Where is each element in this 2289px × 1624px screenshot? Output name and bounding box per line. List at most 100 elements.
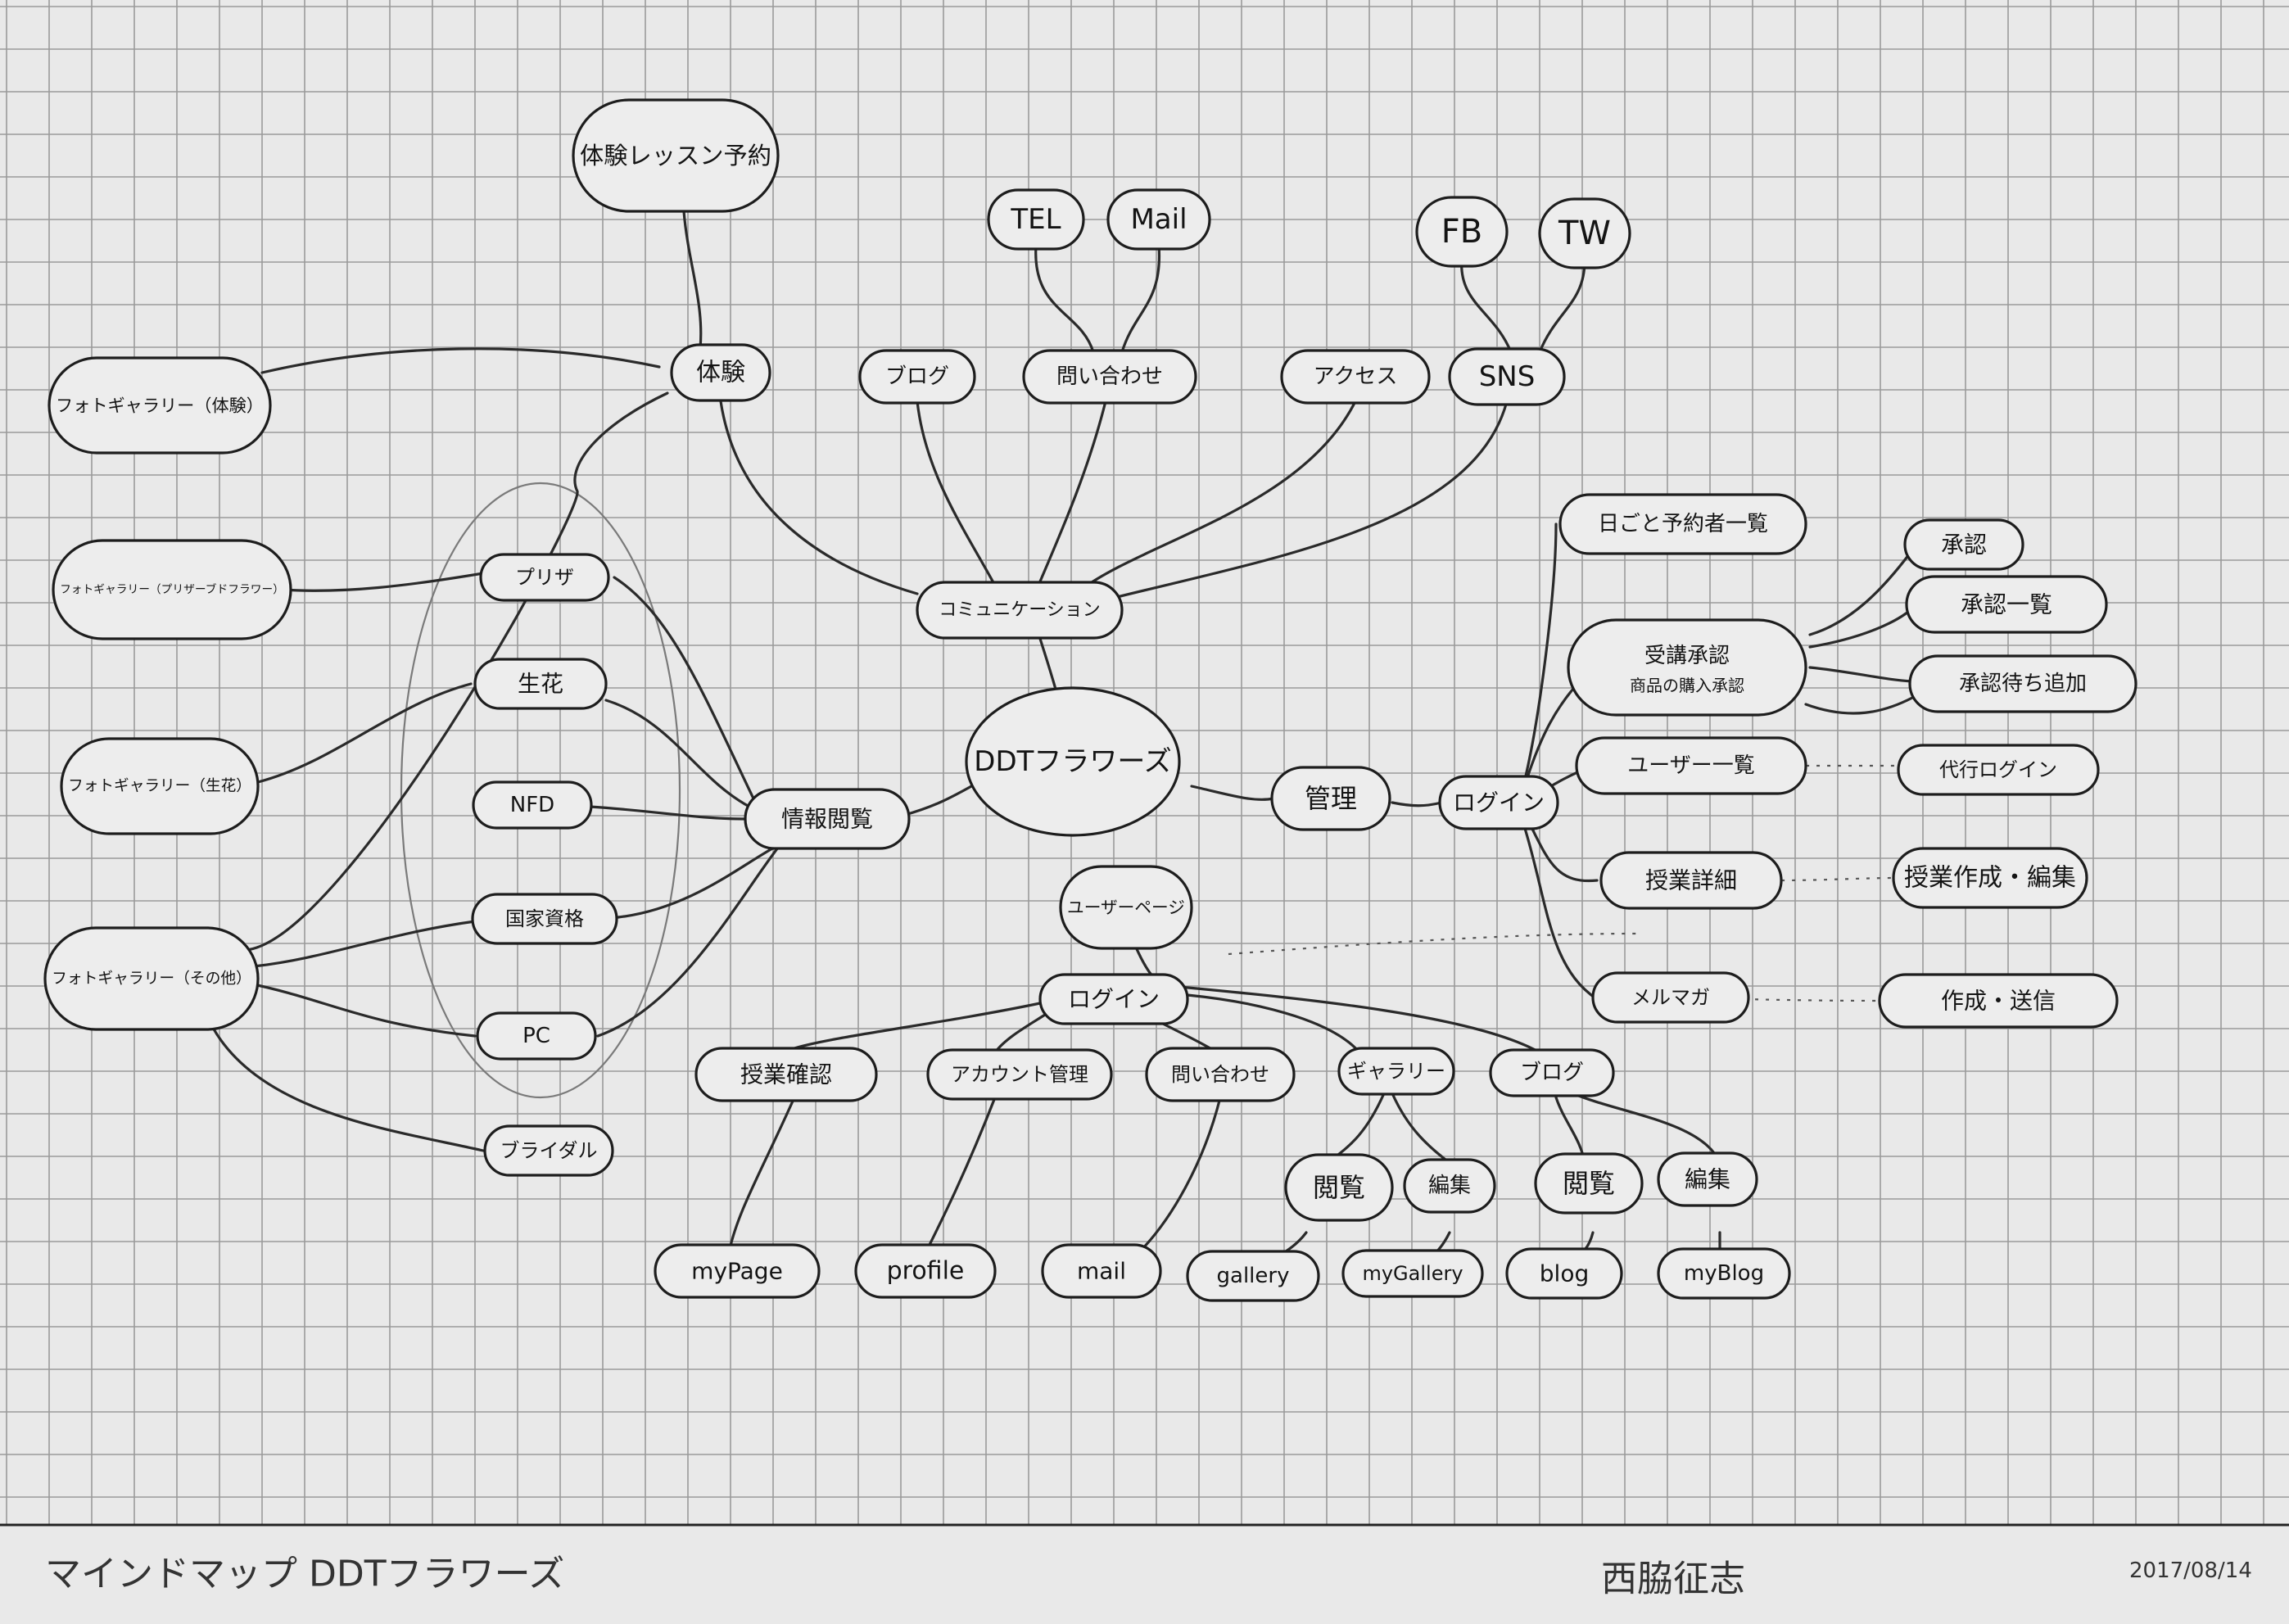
- link-taiken-phototaiken: [260, 347, 661, 374]
- node-label: フォトギャラリー（その他）: [52, 970, 251, 988]
- node-login-user: ログイン: [1038, 973, 1189, 1025]
- node-profile: profile: [854, 1243, 997, 1299]
- node-label: 承認一覧: [1961, 591, 2052, 618]
- node-outline: [1534, 1152, 1644, 1215]
- node-kanri: 管理: [1270, 766, 1391, 831]
- node-label: TEL: [1010, 203, 1061, 236]
- node-outline: [43, 926, 260, 1031]
- node-label: 編集: [1685, 1166, 1730, 1193]
- link-gallery-henshu: [1391, 1092, 1451, 1165]
- link-kokka-joho: [617, 846, 776, 919]
- node-outline: [1415, 196, 1509, 268]
- node-toiawase-u: 問い合わせ: [1145, 1047, 1296, 1102]
- link-loginadmin-nichiji: [1522, 522, 1558, 788]
- link-nfd-joho: [588, 805, 747, 821]
- link-account-profile: [924, 1096, 997, 1255]
- node-account: アカウント管理: [926, 1048, 1113, 1101]
- node-outline: [1657, 1151, 1758, 1207]
- mind-map-nodes: DDTフラワーズ体験レッスン予約フォトギャラリー（体験）フォトギャラリー（プリザ…: [43, 98, 2137, 1302]
- node-outline: [1905, 575, 2108, 634]
- node-label: 体験: [696, 359, 745, 387]
- link-seika-joho: [604, 699, 751, 808]
- node-label: 体験レッスン予約: [580, 142, 771, 170]
- node-sublabel: 商品の購入承認: [1630, 676, 1744, 695]
- node-outline: [1878, 973, 2119, 1029]
- node-outline: [1892, 847, 2088, 909]
- node-outline: [926, 1048, 1113, 1101]
- node-outline: [1657, 1247, 1791, 1300]
- node-photo-prizer: フォトギャラリー（プリザーブドフラワー）: [52, 539, 292, 640]
- node-label: 授業確認: [740, 1061, 832, 1088]
- node-label: 日ごと予約者一覧: [1598, 512, 1768, 536]
- node-outline: [476, 1011, 597, 1061]
- node-bridal: ブライダル: [483, 1124, 614, 1177]
- node-outline: [1022, 349, 1197, 405]
- node-jugyo-sakusei: 授業作成・編集: [1892, 847, 2088, 909]
- link-shoninmachi-sub: [1804, 696, 1914, 715]
- node-outline: [572, 98, 780, 213]
- node-outline: [1284, 1153, 1394, 1222]
- node-shonin: 承認: [1903, 518, 2024, 571]
- node-outline: [1038, 973, 1189, 1025]
- node-label: ログイン: [1453, 789, 1545, 817]
- node-outline: [744, 788, 911, 850]
- link-toiawase-mail: [1120, 244, 1161, 354]
- node-jugyo-shosai: 授業詳細: [1599, 851, 1783, 910]
- link-toiawase-mail: [1137, 1096, 1222, 1255]
- node-prizer: プリザ: [479, 553, 610, 602]
- node-label: Mail: [1130, 203, 1187, 236]
- node-root: DDTフラワーズ: [965, 686, 1181, 837]
- node-outline: [858, 349, 976, 405]
- node-outline: [1575, 736, 1807, 795]
- node-label: SNS: [1479, 360, 1536, 393]
- dotted-link-mailmaga-sakusei: [1744, 997, 1897, 1002]
- link-comm-blog: [916, 400, 997, 587]
- node-mail-u: mail: [1041, 1243, 1162, 1299]
- node-gallery: ギャラリー: [1337, 1047, 1455, 1096]
- node-label: 閲覧: [1313, 1172, 1365, 1203]
- link-blog-henshu: [1571, 1092, 1721, 1165]
- node-label: FB: [1441, 213, 1482, 251]
- node-label: 授業作成・編集: [1904, 864, 2076, 893]
- link-prizer-photoprizer: [281, 572, 485, 592]
- dotted-link-jugyo-sakusei: [1780, 876, 1897, 882]
- link-comm-taiken: [719, 400, 919, 595]
- node-outline: [1337, 1047, 1455, 1096]
- link-pc-joho: [596, 846, 780, 1038]
- link-gallery-etsuran: [1325, 1092, 1386, 1165]
- node-mypage: myPage: [654, 1243, 821, 1299]
- node-seika: 生花: [473, 658, 608, 710]
- node-outline: [473, 658, 608, 710]
- link-comm-access: [1079, 400, 1357, 591]
- node-kokka: 国家資格: [471, 893, 618, 945]
- node-outline: [654, 1243, 821, 1299]
- node-login-admin: ログイン: [1438, 775, 1559, 830]
- node-label: myGallery: [1362, 1262, 1463, 1285]
- node-label: ブログ: [1520, 1061, 1584, 1085]
- node-label: 管理: [1305, 783, 1357, 814]
- link-pc-photoother: [244, 981, 477, 1038]
- node-label: profile: [887, 1257, 965, 1286]
- node-outline: [1505, 1247, 1623, 1300]
- node-label: 代行ログイン: [1939, 758, 2057, 781]
- node-label: 生花: [518, 671, 563, 698]
- node-outline: [47, 356, 272, 455]
- link-toiawase-tel: [1034, 244, 1095, 354]
- node-outline: [694, 1047, 878, 1102]
- node-outline: [60, 737, 260, 835]
- dotted-connection-lines: [1228, 764, 1900, 1002]
- node-label: 問い合わせ: [1171, 1063, 1269, 1086]
- node-label: myPage: [691, 1258, 783, 1285]
- node-outline: [1908, 654, 2137, 713]
- flower-type-group-outline: [400, 482, 681, 1099]
- node-shonin-machi: 承認待ち追加: [1908, 654, 2137, 713]
- node-outline: [1186, 1250, 1320, 1302]
- node-taiken: 体験: [670, 343, 771, 402]
- node-label: フォトギャラリー（プリザーブドフラワー）: [60, 582, 284, 596]
- node-label: DDTフラワーズ: [974, 745, 1171, 778]
- node-label: ログイン: [1068, 986, 1160, 1013]
- node-outline: [1041, 1243, 1162, 1299]
- node-outline: [1558, 493, 1807, 555]
